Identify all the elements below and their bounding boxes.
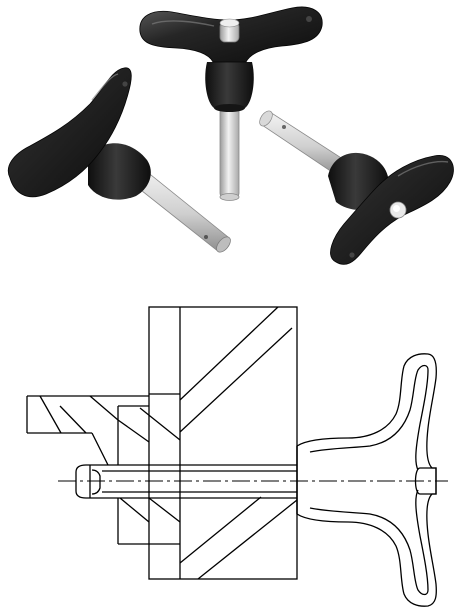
- t-handle-inner-lower: [309, 489, 429, 596]
- handle-button: [414, 467, 437, 495]
- hatch-line: [179, 327, 293, 433]
- hatch-line: [119, 497, 150, 523]
- technical-drawing: [26, 306, 448, 607]
- plate-outline: [148, 306, 298, 580]
- hatch-line: [59, 405, 87, 434]
- pin-shaft: [75, 464, 297, 499]
- pin-ball-detail: [91, 469, 101, 495]
- t-handle-pin-center-icon: [139, 6, 323, 201]
- hatch-line: [148, 497, 181, 523]
- photo-section: [7, 6, 454, 265]
- hatch-line: [39, 395, 62, 434]
- hatch-line: [179, 306, 279, 401]
- bracket-chamfer: [91, 432, 109, 466]
- t-handle-inner-upper: [309, 364, 429, 471]
- hatch-line: [139, 407, 181, 441]
- hatch-line: [89, 395, 119, 421]
- hatch-line: [117, 419, 150, 443]
- hatch-line: [179, 496, 262, 564]
- t-handle-pin-left-icon: [7, 67, 231, 253]
- hatch-line: [197, 499, 298, 580]
- t-handle-pin-right-icon: [259, 110, 454, 265]
